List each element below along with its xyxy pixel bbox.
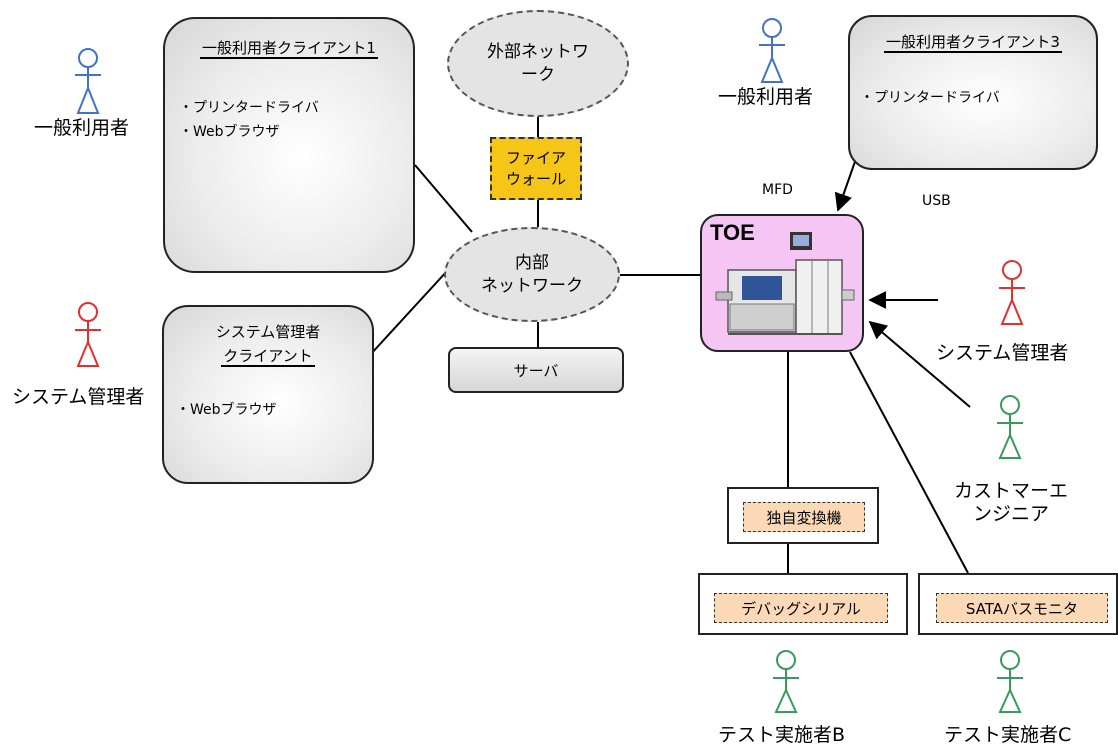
- external-network-label-2: ーク: [521, 64, 555, 85]
- debug-serial-box: デバッグシリアル: [698, 573, 908, 635]
- client-general-3: 一般利用者クライアント3 ・プリンタードライバ: [848, 15, 1098, 170]
- client-admin-title-line1: システム管理者: [215, 323, 321, 341]
- converter-box: 独自変換機: [727, 487, 879, 544]
- link-client1-internal: [414, 164, 473, 233]
- client-general-1-item-browser: ・Webブラウザ: [179, 124, 280, 140]
- external-network-cloud: 外部ネットワ ーク: [447, 10, 629, 117]
- toe-label: TOE: [710, 220, 755, 245]
- actor-tester-b-label: テスト実施者B: [718, 724, 846, 746]
- link-ce-toe: [868, 320, 971, 408]
- toe-box: TOE: [700, 214, 864, 352]
- client-admin-title-line2: クライアント: [221, 347, 315, 367]
- actor-general-user-right-icon: [759, 18, 785, 83]
- actor-tester-c-label: テスト実施者C: [944, 724, 1072, 746]
- converter-label: 独自変換機: [743, 502, 865, 532]
- firewall-label-2: ウォール: [505, 169, 566, 188]
- client-general-1-item-driver: ・プリンタードライバ: [179, 100, 319, 116]
- link-toe-sata: [849, 351, 969, 574]
- actor-general-user-left-label: 一般利用者: [34, 117, 130, 139]
- actor-sysadmin-right-label: システム管理者: [936, 342, 1069, 364]
- actor-customer-engineer-label-2: ンジニア: [972, 502, 1049, 525]
- client-admin: システム管理者 クライアント ・Webブラウザ: [162, 305, 374, 484]
- server-label: サーバ: [513, 361, 559, 380]
- actor-general-user-right-label: 一般利用者: [718, 86, 814, 108]
- mfd-printer-icon: [715, 232, 855, 335]
- usb-label: USB: [922, 193, 951, 209]
- actor-sysadmin-left-icon: [75, 302, 101, 367]
- sata-monitor-box: SATAバスモニタ: [918, 573, 1118, 635]
- actor-tester-b-icon: [773, 650, 799, 713]
- client-general-1: 一般利用者クライアント1 ・プリンタードライバ ・Webブラウザ: [163, 17, 415, 273]
- debug-serial-label: デバッグシリアル: [714, 593, 888, 623]
- firewall-label-1: ファイア: [505, 149, 566, 168]
- actor-customer-engineer-label-1: カストマーエ: [953, 480, 1068, 502]
- client-general-3-title: 一般利用者クライアント3: [884, 33, 1062, 53]
- external-network-label-1: 外部ネットワ: [487, 42, 589, 63]
- actor-sysadmin-left-label: システム管理者: [12, 386, 145, 408]
- internal-network-label-2: ネットワーク: [481, 275, 583, 296]
- mfd-label: MFD: [762, 182, 793, 198]
- actor-sysadmin-right-icon: [999, 260, 1025, 325]
- link-admin-internal: [369, 269, 449, 356]
- actor-customer-engineer-icon: [997, 395, 1023, 459]
- actor-general-user-left-icon: [75, 48, 101, 114]
- actor-customer-engineer-label: カストマーエ ンジニア: [952, 480, 1070, 526]
- server-box: サーバ: [448, 347, 624, 393]
- client-general-1-title: 一般利用者クライアント1: [200, 39, 378, 59]
- client-admin-item-browser: ・Webブラウザ: [176, 402, 277, 418]
- internal-network-cloud: 内部 ネットワーク: [444, 227, 620, 322]
- actor-tester-c-icon: [997, 650, 1023, 713]
- client-general-3-item-driver: ・プリンタードライバ: [860, 90, 1000, 106]
- internal-network-label-1: 内部: [515, 253, 549, 274]
- firewall-box: ファイア ウォール: [490, 137, 582, 200]
- sata-monitor-label: SATAバスモニタ: [936, 593, 1108, 623]
